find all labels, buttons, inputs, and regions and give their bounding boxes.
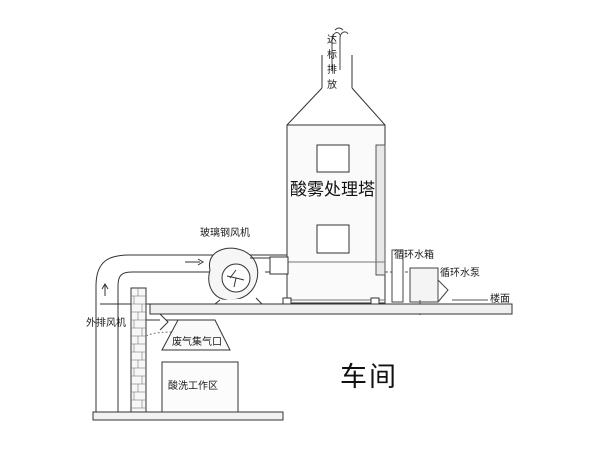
work-area-label: 酸洗工作区 xyxy=(168,381,218,392)
gas-collection-hood xyxy=(161,319,231,351)
workshop-label: 车间 xyxy=(340,362,398,393)
frp-fan-label: 玻璃钢风机 xyxy=(200,228,250,239)
circulation-system xyxy=(385,249,449,315)
floor-slab xyxy=(100,303,513,315)
frp-fan xyxy=(208,247,270,305)
acid-mist-tower xyxy=(282,124,386,306)
discharge-label: 达标排放 xyxy=(327,35,337,91)
workshop-ground xyxy=(92,411,284,421)
exhaust-outlet-arrows xyxy=(331,27,349,70)
water-pump-label: 循环水泵 xyxy=(440,268,480,279)
floor-label: 楼面 xyxy=(490,294,510,305)
main-duct xyxy=(95,254,289,296)
gas-inlet-label: 废气集气口 xyxy=(172,337,222,348)
pickling-work-area xyxy=(161,361,239,413)
brick-duct-column xyxy=(95,286,147,421)
water-tank-label: 循环水箱 xyxy=(394,250,434,261)
exhaust-fan-label: 外排风机 xyxy=(86,318,126,329)
chimney-stack xyxy=(286,55,386,126)
tower-label: 酸雾处理塔 xyxy=(290,180,375,200)
